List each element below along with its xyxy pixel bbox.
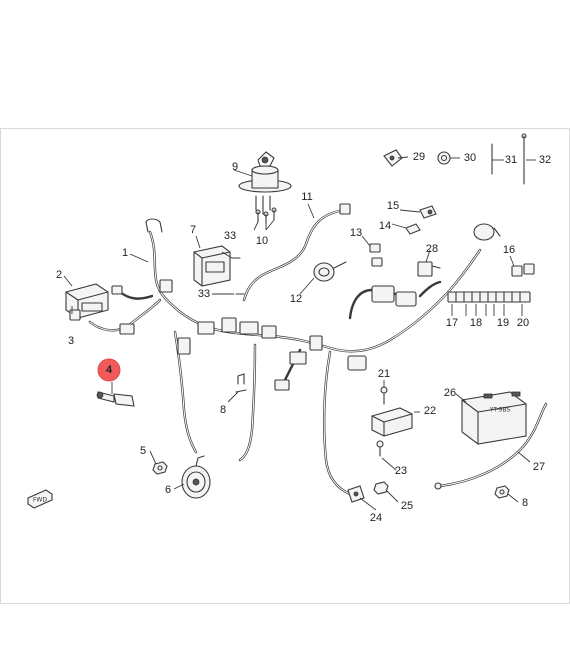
part-33-screws xyxy=(231,257,245,295)
coil-top-right xyxy=(473,223,501,241)
part-10-screws xyxy=(255,207,277,225)
part-4-key-sensor xyxy=(96,391,135,407)
callout-24: 24 xyxy=(370,512,382,524)
part-7-relay-box xyxy=(193,245,231,287)
part-26-battery: YT-9BS xyxy=(461,391,527,445)
callout-32: 32 xyxy=(539,154,551,166)
part-14-clip xyxy=(405,223,421,235)
callout-4: 4 xyxy=(106,364,113,376)
callouts: 1 2 3 4 5 6 7 8 8 9 10 11 12 13 14 15 16… xyxy=(56,151,551,524)
parts-17-20-fuse-block xyxy=(447,291,531,303)
part-8-clamp-left xyxy=(235,373,247,393)
part-25-bolt xyxy=(373,481,389,495)
part-5-bolt xyxy=(152,461,168,475)
part-6-horn xyxy=(181,455,211,499)
callout-10: 10 xyxy=(256,235,268,247)
callout-30: 30 xyxy=(464,152,476,164)
callout-26: 26 xyxy=(444,387,456,399)
callout-12: 12 xyxy=(290,293,302,305)
callout-11: 11 xyxy=(301,191,312,203)
callout-20: 20 xyxy=(517,317,529,329)
part-12-round-sensor xyxy=(313,261,347,282)
part-27-battery-cable xyxy=(434,402,548,490)
part-8-bolt-right xyxy=(494,485,510,499)
part-16-relays xyxy=(511,263,535,277)
part-32-tie xyxy=(521,133,527,185)
callout-28: 28 xyxy=(426,243,438,255)
callout-16: 16 xyxy=(503,244,515,256)
diagram-frame xyxy=(0,128,570,604)
callout-25: 25 xyxy=(401,500,413,512)
part-23-bolt xyxy=(376,440,384,457)
callout-31: 31 xyxy=(505,154,517,166)
callout-2: 2 xyxy=(56,269,62,281)
callout-22: 22 xyxy=(424,405,436,417)
battery-label: YT-9BS xyxy=(489,407,511,414)
fwd-label: FWD xyxy=(33,497,47,504)
callout-5: 5 xyxy=(140,445,146,457)
callout-8-right: 8 xyxy=(522,497,528,509)
part-30-grommet xyxy=(437,151,451,165)
part-11-cable xyxy=(242,203,351,302)
callout-15: 15 xyxy=(387,200,399,212)
callout-14: 14 xyxy=(379,220,391,232)
callout-8-left: 8 xyxy=(220,404,226,416)
fwd-arrow: FWD xyxy=(27,489,53,509)
part-13-clips xyxy=(369,243,383,267)
callout-29: 29 xyxy=(413,151,425,163)
part-28-connector xyxy=(417,261,441,277)
harness-connectors xyxy=(111,279,417,391)
callout-23: 23 xyxy=(395,465,407,477)
part-22-control-unit xyxy=(371,407,413,437)
callout-17: 17 xyxy=(446,317,458,329)
callout-1: 1 xyxy=(122,247,128,259)
callout-4-highlight xyxy=(97,358,121,382)
callout-13: 13 xyxy=(350,227,362,239)
callout-21: 21 xyxy=(378,368,390,380)
part-3-module-connector xyxy=(69,309,81,321)
callout-19: 19 xyxy=(497,317,509,329)
callout-18: 18 xyxy=(470,317,482,329)
part-21-bolt xyxy=(380,386,388,405)
callout-6: 6 xyxy=(165,484,171,496)
callout-9: 9 xyxy=(232,161,238,173)
leader-lines xyxy=(63,156,536,511)
part-15-sensor xyxy=(419,205,437,219)
callout-7: 7 xyxy=(190,224,196,236)
part-9-ignition-switch xyxy=(238,151,292,215)
callout-33-top: 33 xyxy=(224,230,236,242)
callout-3: 3 xyxy=(68,335,74,347)
part-1-harness-branch xyxy=(145,218,163,233)
callout-27: 27 xyxy=(533,461,545,473)
part-24-sensor xyxy=(347,485,365,503)
callout-33-bottom: 33 xyxy=(198,288,210,300)
